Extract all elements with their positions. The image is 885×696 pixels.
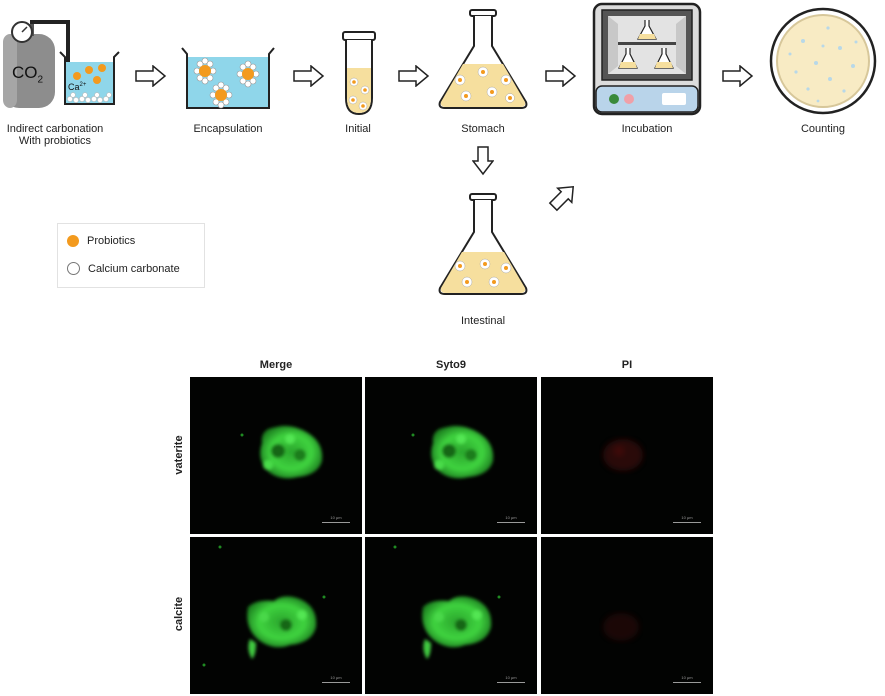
step-label-encapsulation: Encapsulation bbox=[193, 123, 263, 135]
micrograph-calcite-syto9: 10 μm bbox=[365, 537, 537, 694]
micrograph-vaterite-merge: 10 μm bbox=[190, 377, 362, 534]
step-label-initial: Initial bbox=[345, 123, 371, 135]
stomach-flask-icon bbox=[438, 9, 528, 109]
arrow-right-icon bbox=[398, 65, 430, 87]
micrograph-vaterite-pi: 10 μm bbox=[541, 377, 713, 534]
micrograph-calcite-pi: 10 μm bbox=[541, 537, 713, 694]
encapsulation-beaker-icon bbox=[181, 47, 275, 109]
scale-bar: 10 μm bbox=[322, 515, 350, 526]
legend: Probiotics Calcium carbonate bbox=[57, 223, 205, 288]
scale-bar: 10 μm bbox=[673, 515, 701, 526]
micrograph-calcite-merge: 10 μm bbox=[190, 537, 362, 694]
co2-cylinder-icon bbox=[3, 20, 70, 108]
test-tube-icon bbox=[342, 31, 376, 116]
calcium-carbonate-dot-icon bbox=[67, 262, 80, 275]
step-label-counting: Counting bbox=[800, 123, 846, 135]
arrow-diagonal-icon bbox=[548, 185, 575, 212]
probiotic-dot-icon bbox=[67, 235, 79, 247]
arrow-down-icon bbox=[472, 146, 494, 176]
legend-item-probiotics: Probiotics bbox=[67, 235, 135, 247]
column-header-merge: Merge bbox=[259, 359, 293, 371]
ca-label: Ca2+ bbox=[68, 82, 87, 92]
scale-bar: 10 μm bbox=[673, 675, 701, 686]
arrow-right-icon bbox=[545, 65, 577, 87]
legend-item-calcium-carbonate: Calcium carbonate bbox=[67, 262, 180, 275]
petri-dish-icon bbox=[769, 7, 877, 115]
incubator-icon bbox=[592, 2, 702, 116]
scale-bar: 10 μm bbox=[322, 675, 350, 686]
step-label-intestinal: Intestinal bbox=[460, 315, 506, 327]
row-header-calcite: calcite bbox=[173, 596, 185, 632]
step-label-stomach: Stomach bbox=[461, 123, 505, 135]
arrow-right-icon bbox=[722, 65, 754, 87]
co2-label: CO2 bbox=[12, 63, 44, 86]
intestinal-flask-icon bbox=[438, 193, 528, 295]
step-label-incubation: Incubation bbox=[621, 123, 673, 135]
column-header-pi: PI bbox=[621, 359, 633, 371]
arrow-right-icon bbox=[135, 65, 167, 87]
column-header-syto9: Syto9 bbox=[436, 359, 466, 371]
scale-bar: 10 μm bbox=[497, 675, 525, 686]
step-label-carbonation: Indirect carbonation With probiotics bbox=[6, 123, 104, 147]
scale-bar: 10 μm bbox=[497, 515, 525, 526]
arrow-right-icon bbox=[293, 65, 325, 87]
micrograph-vaterite-syto9: 10 μm bbox=[365, 377, 537, 534]
carbonation-beaker-icon bbox=[59, 51, 120, 105]
row-header-vaterite: vaterite bbox=[173, 435, 185, 475]
